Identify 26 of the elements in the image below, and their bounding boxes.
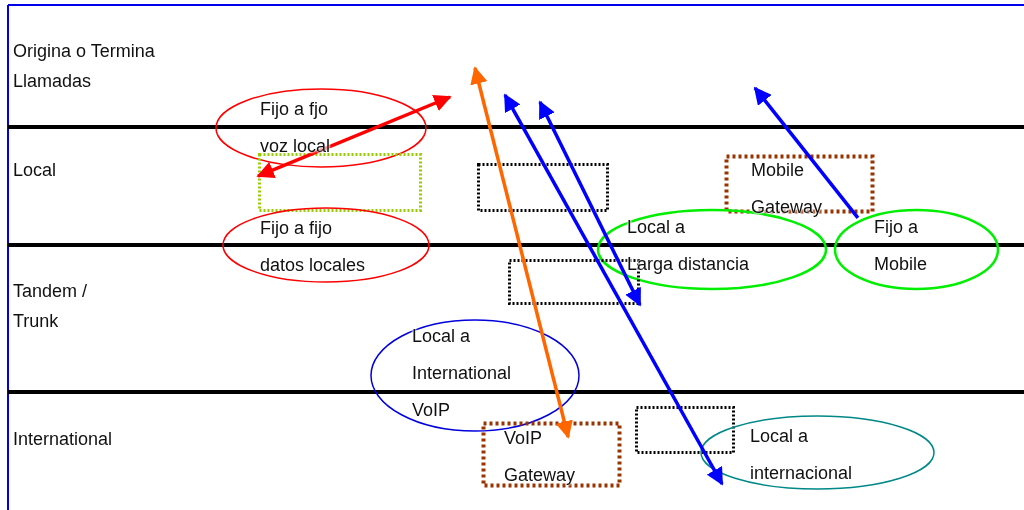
node-label: Local a Larga distancia: [627, 216, 750, 276]
layer-label: International: [13, 428, 113, 451]
layer-label: Tandem / Trunk: [13, 280, 88, 333]
node-label: Mobile Gateway: [751, 159, 823, 219]
switch-box: [477, 163, 609, 212]
node-label: VoIP Gateway: [504, 427, 576, 487]
node-label: Fijo a fijo datos locales: [260, 217, 366, 277]
layer-label: Origina o Termina Llamadas: [13, 40, 155, 93]
node-label: Local a internacional: [750, 425, 853, 485]
node-label: Fijo a fjo voz local: [260, 98, 331, 158]
call-type-ellipse: [222, 207, 430, 283]
arrow: [538, 100, 642, 307]
arrow: [256, 94, 452, 179]
arrow: [470, 66, 573, 439]
arrow: [753, 86, 860, 219]
switch-box: [635, 406, 735, 454]
node-label: Fijo a Mobile: [874, 216, 928, 276]
node-label: Local a International VoIP: [412, 325, 512, 422]
call-type-ellipse: [834, 209, 999, 290]
gateway-box: [482, 422, 621, 487]
call-type-ellipse: [700, 415, 935, 490]
arrow: [503, 93, 724, 486]
call-type-ellipse: [370, 319, 580, 432]
layer-label: Local: [13, 159, 57, 182]
switch-box: [258, 153, 422, 212]
call-type-ellipse: [215, 88, 427, 168]
